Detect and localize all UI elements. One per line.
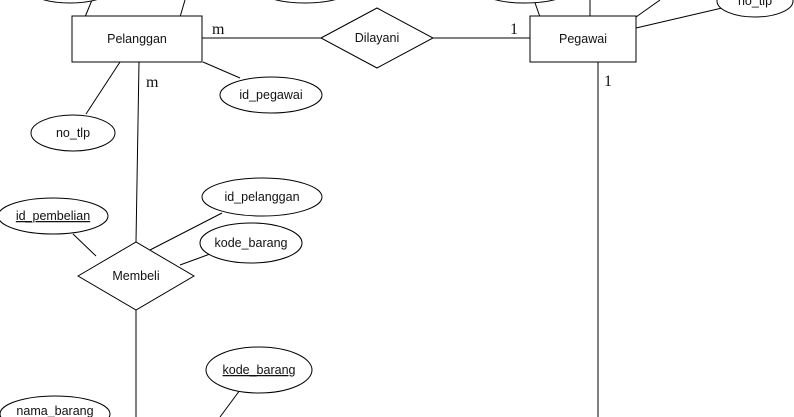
attribute-id-pegawai: id_pegawai bbox=[219, 76, 323, 114]
line-pelanggan-no-tlp bbox=[85, 61, 121, 115]
attribute-kode-barang-membeli-label: kode_barang bbox=[215, 236, 288, 250]
attribute-nama-barang-label: nama_barang bbox=[16, 404, 93, 417]
line-pegawai-attr-top-3 bbox=[635, 0, 661, 18]
attribute-id-pembelian: id_pembelian bbox=[0, 197, 109, 235]
cardinality-pelanggan-dilayani: m bbox=[212, 21, 225, 38]
line-pelanggan-attr-top-left bbox=[84, 0, 93, 18]
attribute-no-tlp-pelanggan: no_tlp bbox=[30, 114, 116, 152]
cropped-attributes bbox=[42, 0, 556, 4]
attribute-cropped-pelanggan-left bbox=[42, 0, 98, 4]
line-pelanggan-id-pegawai bbox=[202, 61, 241, 79]
attribute-id-pembelian-label: id_pembelian bbox=[16, 209, 90, 223]
line-pegawai-no-tlp bbox=[635, 7, 723, 29]
entity-pegawai-label: Pegawai bbox=[559, 32, 607, 46]
entity-pegawai: Pegawai bbox=[529, 15, 637, 63]
attribute-no-tlp-pegawai-label: no_tlp bbox=[738, 0, 772, 8]
attribute-cropped-pelanggan-right bbox=[274, 0, 336, 4]
relationship-membeli-label: Membeli bbox=[112, 269, 159, 283]
attribute-kode-barang-membeli: kode_barang bbox=[199, 222, 303, 264]
entity-pelanggan-label: Pelanggan bbox=[107, 32, 167, 46]
line-kode-barang-down bbox=[219, 389, 241, 417]
attribute-id-pelanggan: id_pelanggan bbox=[201, 177, 323, 217]
attribute-no-tlp-pegawai: no_tlp bbox=[716, 0, 794, 18]
cardinality-dilayani-pegawai: 1 bbox=[510, 21, 518, 38]
line-membeli-kode-barang bbox=[179, 253, 211, 266]
attribute-kode-barang-key: kode_barang bbox=[205, 346, 313, 394]
cardinality-pelanggan-membeli: m bbox=[146, 74, 159, 91]
line-pelanggan-attr-top-right bbox=[179, 0, 186, 18]
attribute-cropped-pegawai bbox=[494, 0, 556, 4]
cardinality-pegawai-down: 1 bbox=[604, 73, 612, 90]
relationship-dilayani-label: Dilayani bbox=[355, 31, 399, 45]
attribute-id-pegawai-label: id_pegawai bbox=[239, 88, 302, 102]
relationship-dilayani: Dilayani bbox=[319, 7, 435, 69]
entity-pelanggan: Pelanggan bbox=[71, 15, 203, 63]
line-membeli-id-pembelian bbox=[72, 233, 97, 257]
line-membeli-id-pelanggan bbox=[149, 212, 223, 251]
relationship-membeli: Membeli bbox=[77, 241, 195, 311]
attribute-kode-barang-key-label: kode_barang bbox=[223, 363, 296, 377]
attribute-no-tlp-pelanggan-label: no_tlp bbox=[56, 126, 90, 140]
attribute-nama-barang: nama_barang bbox=[0, 395, 111, 417]
connector-lines bbox=[72, 0, 723, 417]
line-pelanggan-membeli bbox=[135, 61, 140, 243]
attribute-id-pelanggan-label: id_pelanggan bbox=[224, 190, 299, 204]
cardinality-labels: m 1 m 1 bbox=[146, 21, 612, 91]
